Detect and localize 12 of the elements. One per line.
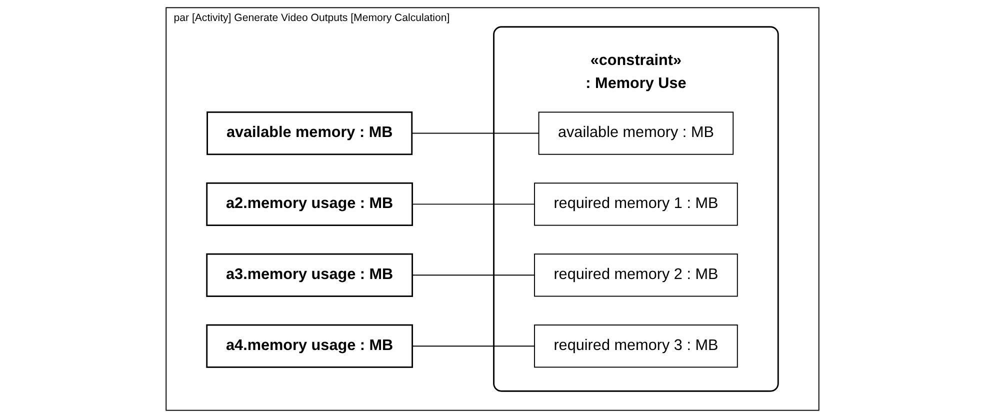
node-box: required memory 1 : MB (534, 182, 738, 226)
node-box: available memory : MB (206, 111, 413, 156)
node-box: required memory 3 : MB (534, 324, 738, 368)
node-box: a4.memory usage : MB (206, 324, 414, 368)
node-box: a2.memory usage : MB (206, 182, 414, 226)
node-box: required memory 2 : MB (534, 254, 738, 297)
node-box: a3.memory usage : MB (206, 253, 414, 297)
connector (412, 346, 535, 347)
node-box: available memory : MB (538, 112, 734, 155)
connector (412, 204, 535, 205)
connector (412, 274, 535, 276)
connector (411, 132, 540, 134)
